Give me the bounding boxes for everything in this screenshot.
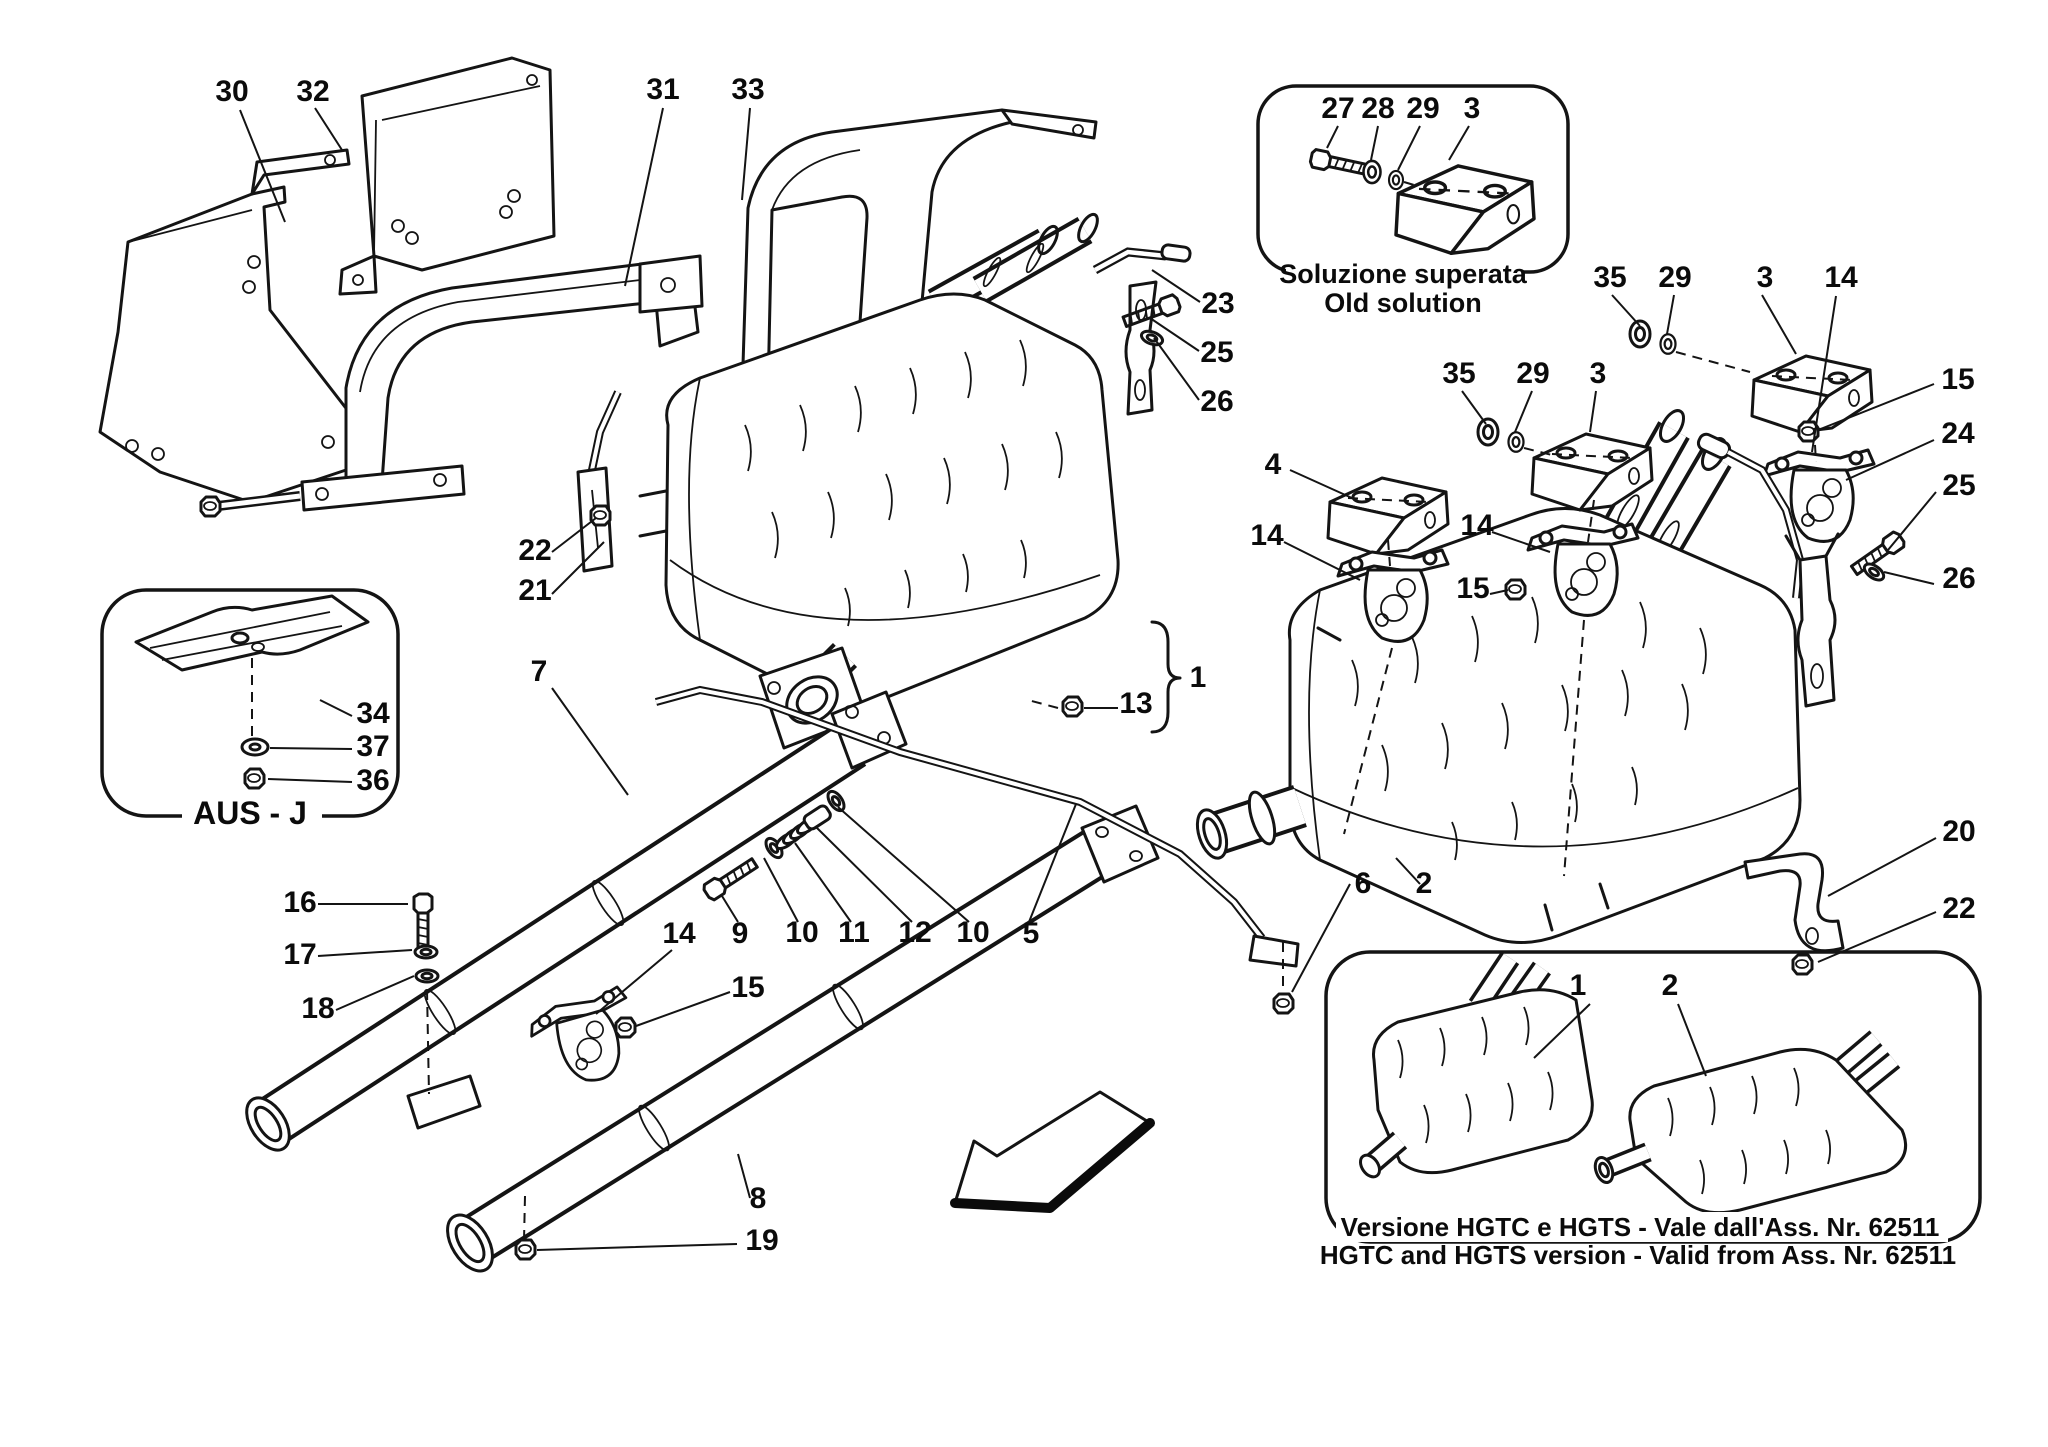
caption-aus-j: AUS - J	[193, 795, 307, 831]
part-label-inset-1: 1	[1570, 969, 1587, 1002]
captions: Soluzione superata Old solution AUS - J …	[193, 259, 1956, 1270]
nut-19	[514, 1238, 537, 1261]
caption-version-it: Versione HGTC e HGTS - Vale dall'Ass. Nr…	[1341, 1212, 1940, 1242]
part-label-26: 26	[1200, 385, 1233, 418]
heat-shield-30	[98, 148, 354, 504]
part-label-6: 6	[1355, 867, 1372, 900]
part-label-3: 3	[1464, 92, 1481, 125]
part-label-22: 22	[518, 534, 551, 567]
nut-22b	[1791, 953, 1814, 976]
part-label-8: 8	[750, 1182, 767, 1215]
part-label-29: 29	[1658, 261, 1691, 294]
part-label-16: 16	[283, 886, 316, 919]
part-label-9: 9	[732, 917, 749, 950]
inset-old-solution	[1256, 84, 1570, 316]
pipe-7	[245, 690, 908, 1152]
part-label-36: 36	[356, 764, 389, 797]
part-label-3: 3	[1757, 261, 1774, 294]
caption-version-en: HGTC and HGTS version - Valid from Ass. …	[1320, 1240, 1956, 1270]
part-label-10: 10	[785, 916, 818, 949]
part-label-25: 25	[1200, 336, 1233, 369]
hanger-rod-23	[1092, 243, 1192, 416]
part-label-7: 7	[531, 655, 548, 688]
part-label-26: 26	[1942, 562, 1975, 595]
part-label-35: 35	[1442, 357, 1475, 390]
pipe-8	[446, 804, 1160, 1273]
part-label-5: 5	[1023, 917, 1040, 950]
part-label-1: 1	[1190, 661, 1207, 694]
part-label-24: 24	[1941, 417, 1975, 450]
part-label-14: 14	[1460, 509, 1494, 542]
leader-lines	[239, 107, 1937, 1251]
part-label-28: 28	[1361, 92, 1394, 125]
part-label-13: 13	[1119, 687, 1152, 720]
part-label-34: 34	[356, 697, 390, 730]
caption-old-solution-en: Old solution	[1324, 288, 1481, 318]
part-label-10: 10	[956, 916, 989, 949]
spring-bolt-assembly	[700, 787, 849, 904]
part-label-3: 3	[1590, 357, 1607, 390]
part-label-inset-2: 2	[1662, 969, 1679, 1002]
part-label-23: 23	[1201, 287, 1234, 320]
part-label-14: 14	[1824, 261, 1858, 294]
part-label-15: 15	[731, 971, 764, 1004]
part-label-33: 33	[731, 73, 764, 106]
part-label-32: 32	[296, 75, 329, 108]
part-label-25: 25	[1942, 469, 1975, 502]
part-label-17: 17	[283, 938, 316, 971]
part-labels: 30 32 31 33 23 25 26 27 28 29 3 35 29 3 …	[215, 73, 1975, 1257]
muffler-2	[1195, 409, 1845, 953]
direction-arrow-icon	[950, 1090, 1155, 1213]
nut-15c	[614, 1016, 637, 1039]
part-label-15: 15	[1941, 363, 1974, 396]
part-label-15: 15	[1456, 572, 1489, 605]
bolt-16-stack	[412, 892, 440, 1095]
part-label-30: 30	[215, 75, 248, 108]
heat-shield-32	[338, 56, 556, 296]
part-label-22: 22	[1942, 892, 1975, 925]
inset-aus-j	[100, 588, 400, 832]
caption-old-solution-it: Soluzione superata	[1279, 259, 1528, 289]
hanger-clamp-14d	[523, 983, 647, 1096]
part-label-29: 29	[1516, 357, 1549, 390]
link-rod-5	[654, 685, 1300, 1015]
part-label-14: 14	[1250, 519, 1284, 552]
construction-line-19	[523, 1195, 526, 1241]
mounting-brackets-right	[1326, 319, 1908, 877]
part-label-19: 19	[745, 1224, 778, 1257]
part-label-31: 31	[646, 73, 679, 106]
muffler-1	[576, 212, 1120, 750]
part-label-35: 35	[1593, 261, 1626, 294]
part-label-20: 20	[1942, 815, 1975, 848]
part-label-4: 4	[1265, 448, 1282, 481]
part-label-12: 12	[898, 916, 931, 949]
part-label-2: 2	[1416, 867, 1433, 900]
part-label-37: 37	[356, 730, 389, 763]
heat-shield-31	[199, 254, 704, 518]
inset-hgtc-version	[1324, 950, 1982, 1244]
nut-13	[1061, 695, 1084, 718]
part-label-11: 11	[838, 916, 870, 949]
part-label-27: 27	[1321, 92, 1354, 125]
part-label-29: 29	[1406, 92, 1439, 125]
part-label-21: 21	[518, 574, 551, 607]
brace-1	[1150, 620, 1182, 734]
part-label-18: 18	[301, 992, 334, 1025]
part-label-14: 14	[662, 917, 696, 950]
